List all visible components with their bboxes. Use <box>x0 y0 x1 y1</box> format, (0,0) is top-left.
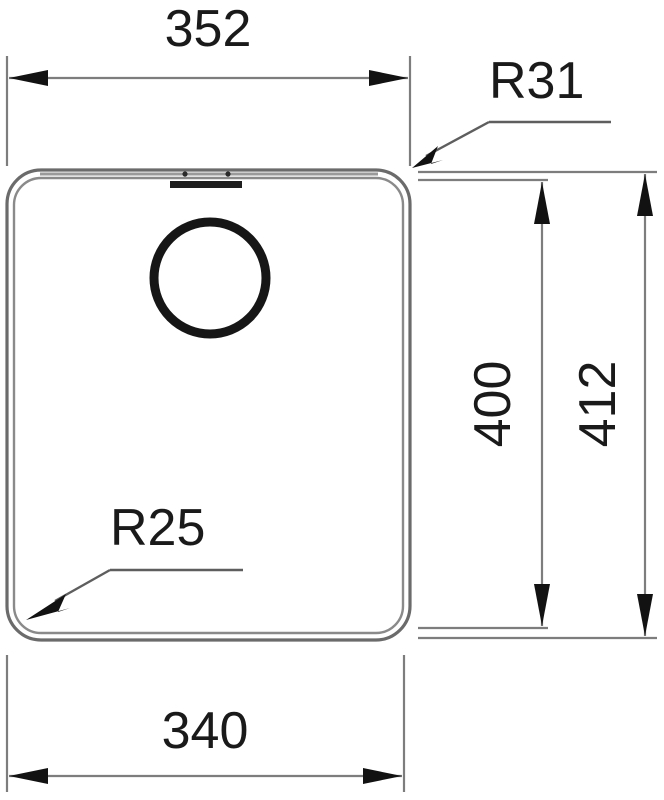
dimension-340-arrow-right <box>363 768 402 784</box>
radius-r31-label: R31 <box>489 52 584 110</box>
radius-r31-group <box>412 120 611 168</box>
dimension-412-label: 412 <box>569 361 627 448</box>
radius-r31-leader-diagonal <box>425 120 490 158</box>
dimension-340-group <box>5 655 406 792</box>
dimension-340-arrow-left <box>9 768 48 784</box>
overflow-slot <box>170 181 242 188</box>
bowl-outline-group <box>5 168 412 642</box>
radius-r31-arrowhead <box>412 146 443 168</box>
rim-dot-right <box>225 171 231 177</box>
dimension-352-label: 352 <box>165 0 252 58</box>
bowl-outline-inner <box>12 176 405 635</box>
dimension-340-label: 340 <box>162 702 249 760</box>
dimension-352-arrow-right <box>369 70 408 86</box>
radius-r25-group <box>26 568 243 620</box>
dimension-400-label: 400 <box>464 361 522 448</box>
dimension-412-arrow-bottom <box>637 594 653 636</box>
dimension-400-arrow-bottom <box>534 584 550 626</box>
bowl-outline-outer <box>5 168 412 642</box>
dimension-400-arrow-top <box>534 182 550 224</box>
radius-r25-arrowhead <box>26 594 70 620</box>
dimension-400-group <box>418 178 550 630</box>
radius-r25-label: R25 <box>110 499 205 557</box>
dimension-412-arrow-top <box>637 174 653 216</box>
dimension-412-group <box>418 170 657 640</box>
drain-opening <box>149 217 271 339</box>
dimension-352-group <box>5 56 412 166</box>
overflow-slot-group <box>170 171 242 188</box>
rim-dot-left <box>182 171 188 177</box>
dimension-352-arrow-left <box>9 70 48 86</box>
